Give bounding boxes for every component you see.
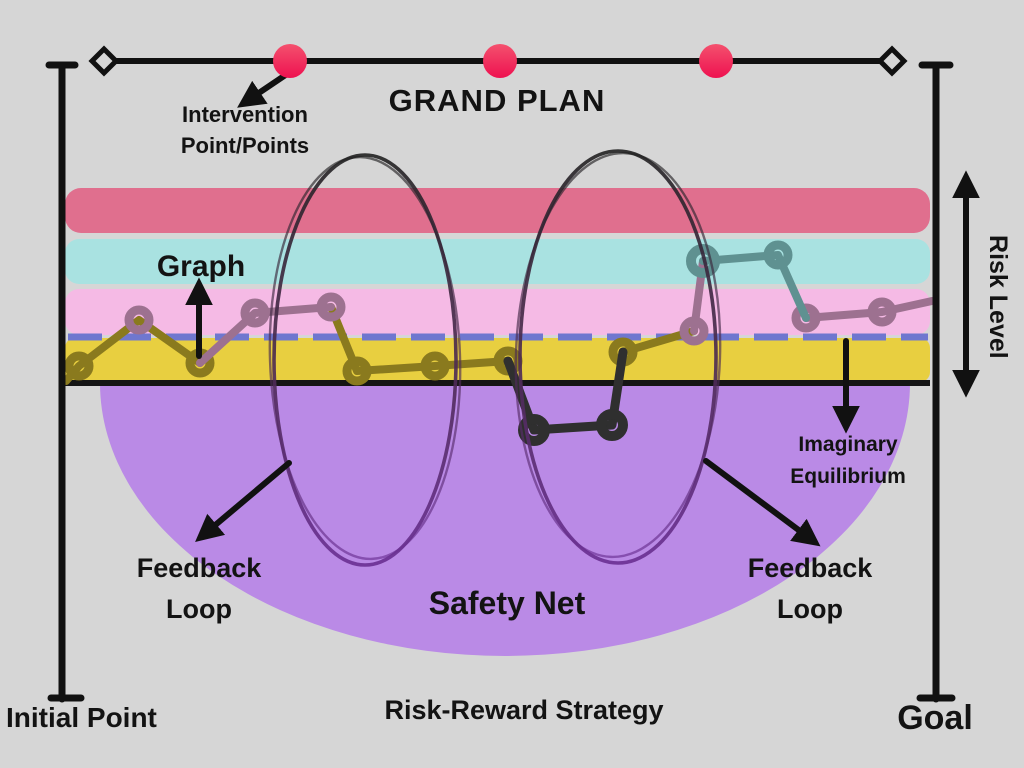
intervention-dot-icon <box>483 44 517 78</box>
feedback-loop-ellipse-left <box>268 153 462 567</box>
safety-net-shape <box>100 383 910 656</box>
risk-band-red <box>65 188 930 233</box>
intervention-arrow <box>237 71 290 108</box>
safety-net-label: Safety Net <box>428 585 586 621</box>
imaginary-equilibrium-label: Imaginary Equilibrium <box>790 433 906 488</box>
graph-line-mauve <box>124 257 936 367</box>
feedback-loop-ellipse-right <box>514 149 722 565</box>
goal-axis <box>916 61 956 703</box>
intervention-dots <box>273 44 733 78</box>
graph-line-olive <box>62 303 698 386</box>
feedback-loop-arrow-right <box>703 458 821 547</box>
timeline-start-diamond-icon <box>88 45 120 77</box>
feedback-loop-label-left: Feedback Loop <box>136 553 262 624</box>
timeline-end-diamond-icon <box>876 45 908 77</box>
feedback-loop-label-right: Feedback Loop <box>747 553 873 624</box>
intervention-dot-icon <box>273 44 307 78</box>
grand-plan-title: GRAND PLAN <box>388 83 606 118</box>
goal-label: Goal <box>897 699 973 737</box>
risk-level-label: Risk Level <box>983 235 1012 359</box>
initial-point-label: Initial Point <box>6 702 157 733</box>
initial-point-axis <box>45 61 85 703</box>
feedback-loop-arrow-left <box>195 460 292 543</box>
intervention-dot-icon <box>699 44 733 78</box>
risk-reward-strategy-label: Risk-Reward Strategy <box>384 695 664 725</box>
graph-label: Graph <box>156 250 246 283</box>
intervention-point-label: Intervention Point/Points <box>180 102 310 159</box>
